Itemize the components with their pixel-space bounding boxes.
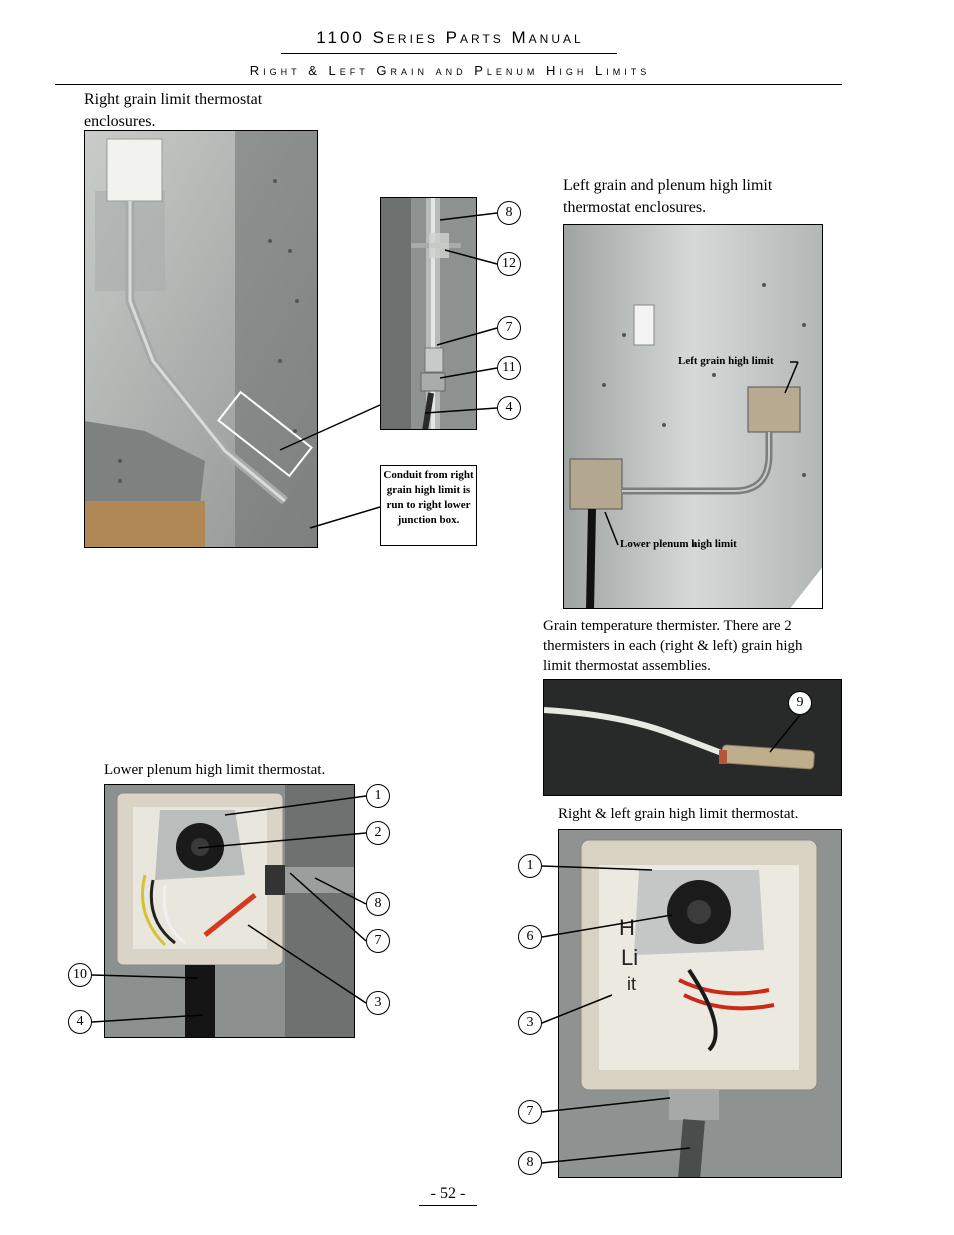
callout-6: 6 [518, 925, 542, 949]
caption-right-left-grain: Right & left grain high limit thermostat… [558, 806, 799, 822]
section-subtitle: Right & Left Grain and Plenum High Limit… [249, 63, 651, 78]
caption-lower-plenum: Lower plenum high limit thermostat. [104, 762, 326, 778]
manual-title: 1100 Series Parts Manual [316, 28, 584, 47]
right-grain-photo-illustration [85, 131, 317, 547]
caption-right-grain-enclosures: Right grain limit thermostat enclosures. [84, 91, 263, 130]
callout-8: 8 [366, 892, 390, 916]
callout-12: 12 [497, 252, 521, 276]
callout-11: 11 [497, 356, 521, 380]
photo-conduit-closeup [380, 197, 477, 430]
page-number-rule [419, 1205, 477, 1206]
callout-7: 7 [366, 929, 390, 953]
svg-text:Li: Li [621, 945, 638, 970]
left-grain-plenum-illustration [564, 225, 822, 608]
caption-thermister: Grain temperature thermister. There are … [543, 618, 803, 674]
photo-right-grain-enclosures [84, 130, 318, 548]
callout-1: 1 [518, 854, 542, 878]
label-left-grain-high-limit: Left grain high limit [678, 355, 774, 367]
callout-3: 3 [366, 991, 390, 1015]
conduit-note-box: Conduit from right grain high limit is r… [380, 465, 477, 546]
label-lower-plenum-high-limit: Lower plenum high limit [620, 538, 737, 550]
callout-9: 9 [788, 691, 812, 715]
callout-7: 7 [518, 1100, 542, 1124]
callout-4: 4 [68, 1010, 92, 1034]
title-rule [281, 53, 617, 54]
callout-1: 1 [366, 784, 390, 808]
callout-8: 8 [497, 201, 521, 225]
svg-text:H: H [619, 915, 635, 940]
conduit-closeup-illustration [381, 198, 476, 429]
photo-right-left-grain-thermostat: H Li it [558, 829, 842, 1178]
photo-lower-plenum-thermostat [104, 784, 355, 1038]
callout-7: 7 [497, 316, 521, 340]
callout-2: 2 [366, 821, 390, 845]
right-left-grain-illustration: H Li it [559, 830, 841, 1177]
callout-3: 3 [518, 1011, 542, 1035]
callout-8: 8 [518, 1151, 542, 1175]
photo-left-grain-plenum [563, 224, 823, 609]
caption-left-grain-plenum: Left grain and plenum high limit thermos… [563, 177, 773, 216]
lower-plenum-illustration [105, 785, 354, 1037]
callout-10: 10 [68, 963, 92, 987]
header-rule [55, 84, 842, 85]
svg-text:it: it [627, 974, 636, 994]
page-number: - 52 - [430, 1185, 466, 1202]
callout-4: 4 [497, 396, 521, 420]
